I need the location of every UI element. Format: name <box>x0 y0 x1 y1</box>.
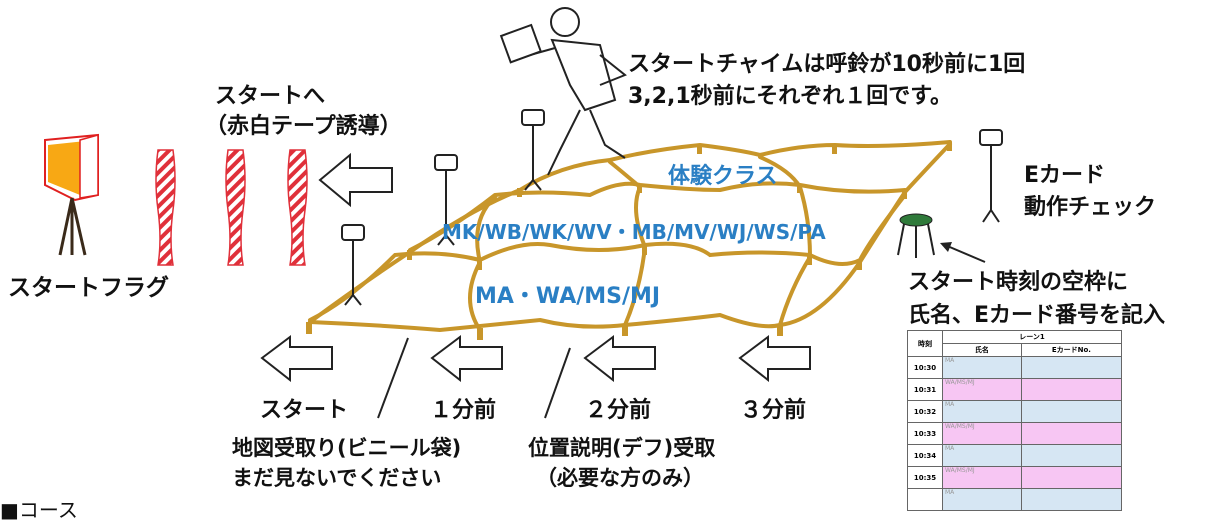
section-title: ■コース <box>0 498 78 522</box>
row-ecard-cell <box>1020 356 1123 379</box>
to-start-line2: （赤白テープ誘導） <box>205 114 402 139</box>
pointer-line-map <box>377 337 409 419</box>
rope-stakes <box>306 142 952 340</box>
row-class: MA <box>942 488 1022 511</box>
to-start-line1: スタートへ <box>215 84 326 109</box>
map-note-line2: まだ見ないでください <box>232 466 442 490</box>
row-time: 10:30 <box>907 356 943 379</box>
lane-arrows <box>260 335 811 383</box>
row-ecard-cell <box>1020 466 1123 489</box>
row-ecard-cell <box>1020 488 1123 511</box>
desc-note-line1: 位置説明(デフ)受取 <box>528 436 716 460</box>
ecard-check-line1: Eカード <box>1024 163 1106 188</box>
desc-note-line2: （必要な方のみ） <box>536 466 704 490</box>
lane-1min-label: １分前 <box>430 398 497 423</box>
row-ecard-cell <box>1020 422 1123 445</box>
row-class: WA/MS/MJ <box>942 422 1022 445</box>
row-ecard-cell <box>1020 444 1123 467</box>
row-class: MA <box>942 444 1022 467</box>
class-row3-label: MA・WA/MS/MJ <box>475 284 661 309</box>
ecard-reader-icon <box>341 109 1003 306</box>
row-class: MA <box>942 356 1022 379</box>
start-flag-icon <box>44 133 99 256</box>
pointer-arrow-icon <box>944 244 986 263</box>
record-line2: 氏名、Eカード番号を記入 <box>908 303 1166 328</box>
runner-figure-icon <box>499 7 627 176</box>
header-name: 氏名 <box>942 343 1022 357</box>
start-flag-label: スタートフラグ <box>8 275 169 301</box>
map-note-line1: 地図受取り(ビニール袋) <box>232 436 462 460</box>
chime-note-line2: 3,2,1秒前にそれぞれ１回です。 <box>628 84 952 109</box>
header-ecard: EカードNo. <box>1020 343 1123 357</box>
header-time: 時刻 <box>907 330 943 357</box>
row-time <box>907 488 943 511</box>
record-line1: スタート時刻の空枠に <box>908 270 1129 295</box>
row-time: 10:34 <box>907 444 943 467</box>
row-time: 10:33 <box>907 422 943 445</box>
lane-start-label: スタート <box>260 398 349 423</box>
ecard-check-line2: 動作チェック <box>1024 195 1157 220</box>
lane-2min-label: ２分前 <box>585 398 652 423</box>
pointer-line-desc <box>544 347 571 419</box>
row-time: 10:35 <box>907 466 943 489</box>
class-trial-label: 体験クラス <box>668 164 778 189</box>
header-lane: レーン1 <box>942 330 1122 344</box>
class-row2-label: MK/WB/WK/WV・MB/MV/WJ/WS/PA <box>442 220 826 244</box>
table-row: MA <box>907 488 1123 511</box>
bucket-icon <box>897 213 935 258</box>
row-class: MA <box>942 400 1022 423</box>
row-ecard-cell <box>1020 378 1123 401</box>
row-time: 10:31 <box>907 378 943 401</box>
chime-note-line1: スタートチャイムは呼鈴が10秒前に1回 <box>628 52 1026 77</box>
row-ecard-cell <box>1020 400 1123 423</box>
pointer-arrowhead-icon <box>940 242 952 252</box>
red-white-tapes <box>155 149 308 266</box>
row-time: 10:32 <box>907 400 943 423</box>
arrow-left-icon <box>318 152 393 208</box>
lane-3min-label: ３分前 <box>740 398 807 423</box>
row-class: WA/MS/MJ <box>942 378 1022 401</box>
row-class: WA/MS/MJ <box>942 466 1022 489</box>
